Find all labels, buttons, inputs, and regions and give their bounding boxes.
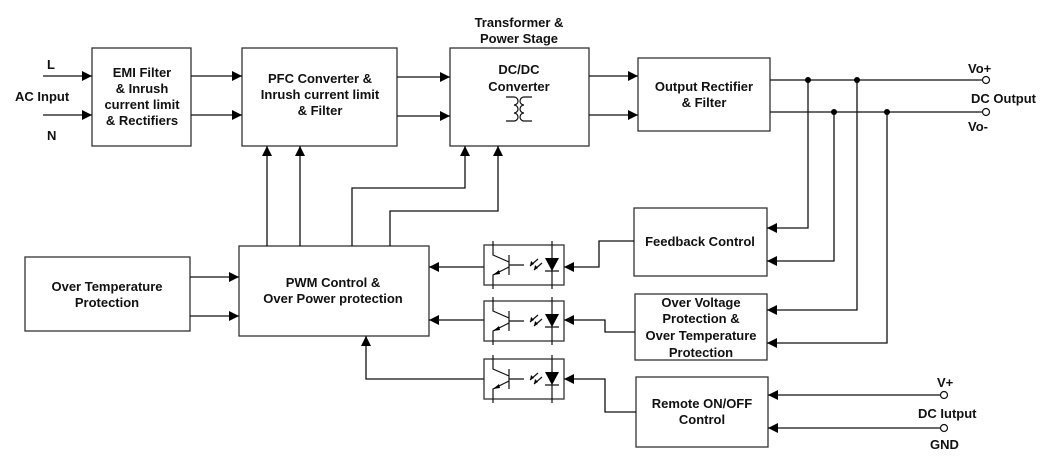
pfc-label-1: PFC Converter & <box>268 71 372 86</box>
terminal-gnd <box>939 423 949 433</box>
label-v-plus: V+ <box>937 375 954 390</box>
label-l: L <box>47 57 55 72</box>
emi-label-4: & Rectifiers <box>106 113 178 128</box>
emi-label-3: current limit <box>104 97 180 112</box>
label-gnd: GND <box>930 437 959 452</box>
pfc-label-2: Inrush current limit <box>261 87 380 102</box>
stage-caption-1: Transformer & <box>475 15 564 30</box>
pwm-label-1: PWM Control & <box>286 275 381 290</box>
label-vo-minus: Vo- <box>968 119 988 134</box>
terminal-vo-minus <box>981 107 991 117</box>
dcdc-label-1: DC/DC <box>498 62 540 77</box>
block-pfc-converter: PFC Converter & Inrush current limit & F… <box>241 47 398 147</box>
block-emi-filter: EMI Filter & Inrush current limit & Rect… <box>91 47 192 147</box>
block-feedback-control: Feedback Control <box>633 207 768 277</box>
label-vo-plus: Vo+ <box>968 61 992 76</box>
remote-label-2: Control <box>679 412 725 427</box>
otp-label-2: Protection <box>75 295 139 310</box>
rect-label-2: & Filter <box>682 95 727 110</box>
terminal-vo-plus <box>981 75 991 85</box>
stage-caption-2: Power Stage <box>480 31 558 46</box>
junction-dots <box>805 77 890 115</box>
otp-label-1: Over Temperature <box>51 279 162 294</box>
emi-label-2: & Inrush <box>116 81 169 96</box>
block-dcdc-converter: DC/DC Converter <box>449 47 590 147</box>
remote-label-1: Remote ON/OFF <box>652 396 752 411</box>
transformer-icon <box>506 96 532 122</box>
optocoupler-remote <box>483 354 565 404</box>
label-n: N <box>47 128 56 143</box>
feedback-label: Feedback Control <box>645 234 755 249</box>
label-ac-input: AC Input <box>15 89 70 104</box>
emi-label-1: EMI Filter <box>113 65 172 80</box>
block-remote-on-off: Remote ON/OFF Control <box>635 376 769 448</box>
label-dc-output: DC Output <box>971 91 1037 106</box>
dcdc-label-2: Converter <box>488 79 549 94</box>
ovp-label-4: Protection <box>669 345 733 360</box>
pwm-label-2: Over Power protection <box>263 291 402 306</box>
label-dc-iutput: DC Iutput <box>918 406 977 421</box>
block-pwm-control: PWM Control & Over Power protection <box>238 245 430 337</box>
block-over-temperature-protection: Over Temperature Protection <box>24 256 191 332</box>
block-output-rectifier: Output Rectifier & Filter <box>637 57 771 132</box>
optocoupler-feedback <box>483 240 565 290</box>
wires <box>43 71 985 433</box>
ovp-label-2: Protection & <box>662 311 739 326</box>
pfc-label-3: & Filter <box>298 103 343 118</box>
ovp-label-3: Over Temperature <box>645 328 756 343</box>
block-over-voltage-protection: Over Voltage Protection & Over Temperatu… <box>634 293 768 361</box>
rect-label-1: Output Rectifier <box>655 79 753 94</box>
terminal-v-plus <box>939 390 949 400</box>
ovp-label-1: Over Voltage <box>661 295 740 310</box>
optocoupler-protection <box>483 296 565 346</box>
